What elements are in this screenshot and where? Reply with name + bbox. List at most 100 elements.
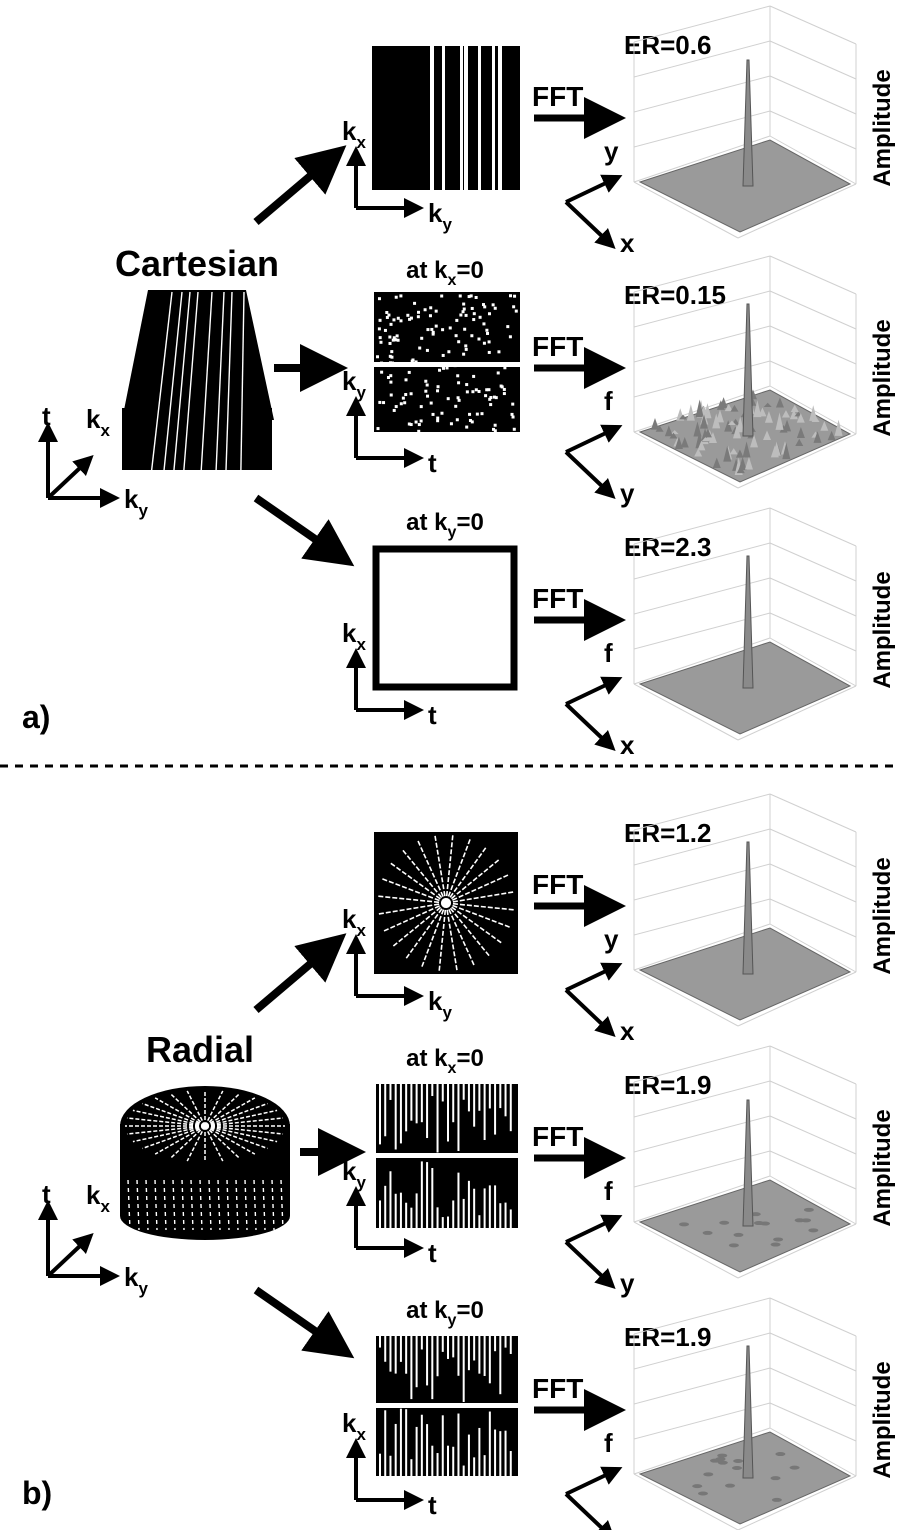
pattern-title-b3: at ky=0 — [406, 1297, 484, 1329]
plot-axis-vertical: y — [604, 136, 619, 166]
plot-axes-arrows — [564, 676, 623, 752]
amplitude-surface-plot — [633, 255, 857, 489]
section-a-title: Cartesian — [115, 243, 279, 284]
plot-axes-arrows — [564, 1466, 623, 1530]
axes-3d-a — [38, 422, 120, 508]
pattern-axis-vertical: kx — [342, 618, 366, 654]
axis-ky-a: ky — [124, 484, 148, 520]
er-label: ER=1.2 — [624, 818, 711, 848]
section-b-label: b) — [22, 1475, 52, 1511]
surface-peak — [742, 1099, 754, 1227]
amplitude-surface-plot — [633, 1297, 857, 1530]
plot-axis-horizontal: y — [620, 1268, 635, 1298]
sampled-line — [492, 46, 495, 190]
amplitude-label: Amplitude — [869, 571, 896, 688]
amplitude-surface-plot — [633, 5, 857, 239]
axis-kx-b: kx — [86, 1180, 110, 1216]
plot-axis-vertical: f — [604, 638, 613, 668]
axis-ky-b: ky — [124, 1262, 148, 1298]
pattern-axis-horizontal: t — [428, 448, 437, 478]
pattern-title-a2: at kx=0 — [406, 257, 484, 289]
plot-axes-arrows — [564, 174, 623, 250]
er-label: ER=1.9 — [624, 1070, 711, 1100]
branch-arrows-a — [253, 145, 355, 567]
pattern-axis-horizontal: ky — [428, 198, 452, 234]
section-a-label: a) — [22, 699, 50, 735]
section-b: Radial b) t kx ky at kx=0 at ky=0 — [22, 832, 518, 1511]
plot-axis-horizontal: x — [620, 730, 635, 760]
pattern-a2 — [374, 292, 520, 433]
amplitude-label: Amplitude — [869, 1361, 896, 1478]
sampled-line — [478, 46, 481, 190]
pattern-axes — [346, 396, 424, 468]
plot-axes-arrows — [564, 424, 623, 500]
fft-label: FFT — [532, 869, 583, 900]
sampled-line — [498, 46, 502, 190]
sampled-line — [430, 46, 434, 190]
pattern-b3 — [376, 1336, 518, 1476]
pattern-axis-horizontal: t — [428, 1490, 437, 1520]
pattern-axis-vertical: ky — [342, 366, 366, 402]
sampled-line — [464, 46, 468, 190]
pattern-axis-vertical: kx — [342, 1408, 366, 1444]
amplitude-label: Amplitude — [869, 857, 896, 974]
amplitude-surface-plot — [633, 507, 857, 741]
fft-label: FFT — [532, 583, 583, 614]
fft-label: FFT — [532, 1373, 583, 1404]
er-label: ER=0.6 — [624, 30, 711, 60]
pattern-axis-horizontal: t — [428, 700, 437, 730]
pattern-axes — [346, 146, 424, 218]
surface-peak — [742, 1345, 754, 1479]
surface-peak — [742, 59, 754, 187]
pattern-a3 — [372, 545, 518, 691]
plot-axis-horizontal: x — [620, 228, 635, 258]
pattern-title-b2: at kx=0 — [406, 1045, 484, 1077]
plot-axis-horizontal: y — [620, 478, 635, 508]
er-label: ER=1.9 — [624, 1322, 711, 1352]
cartesian-kspace-stack — [122, 290, 274, 479]
pattern-title-a3: at ky=0 — [406, 509, 484, 541]
section-a: Cartesian a) t kx ky at kx=0 at ky=0 — [22, 46, 520, 735]
surface-peak — [742, 555, 754, 689]
pattern-axes — [346, 1438, 424, 1510]
axis-t-a: t — [42, 401, 51, 431]
plot-axis-vertical: f — [604, 386, 613, 416]
axes-3d-b — [38, 1200, 120, 1286]
plot-axis-vertical: f — [604, 1428, 613, 1458]
plot-axes-arrows — [564, 1214, 623, 1290]
fft-label: FFT — [532, 331, 583, 362]
section-b-title: Radial — [146, 1029, 254, 1070]
rows-layer: kxkyFFTER=0.6AmplitudeyxkytFFTER=0.15Amp… — [342, 5, 896, 1530]
pattern-axes — [346, 1186, 424, 1258]
plot-axis-vertical: y — [604, 924, 619, 954]
sampled-line — [442, 46, 445, 190]
plot-axis-horizontal: x — [620, 1520, 635, 1530]
radial-kspace-stack — [120, 1086, 290, 1240]
surface-peak — [742, 841, 754, 975]
amplitude-label: Amplitude — [869, 319, 896, 436]
pattern-b2 — [376, 1084, 518, 1228]
er-label: ER=0.15 — [624, 280, 726, 310]
pattern-axis-horizontal: t — [428, 1238, 437, 1268]
amplitude-label: Amplitude — [869, 69, 896, 186]
pattern-axis-vertical: kx — [342, 904, 366, 940]
fft-label: FFT — [532, 1121, 583, 1152]
amplitude-surface-plot — [633, 793, 857, 1027]
pattern-axes — [346, 934, 424, 1006]
pattern-axes — [346, 648, 424, 720]
sampled-line — [460, 46, 463, 190]
axis-kx-a: kx — [86, 404, 110, 440]
plot-axis-horizontal: x — [620, 1016, 635, 1046]
er-label: ER=2.3 — [624, 532, 711, 562]
surface-peak — [742, 303, 754, 437]
plot-axes-arrows — [564, 962, 623, 1038]
pattern-b1 — [374, 832, 518, 974]
pattern-axis-vertical: ky — [342, 1156, 366, 1192]
